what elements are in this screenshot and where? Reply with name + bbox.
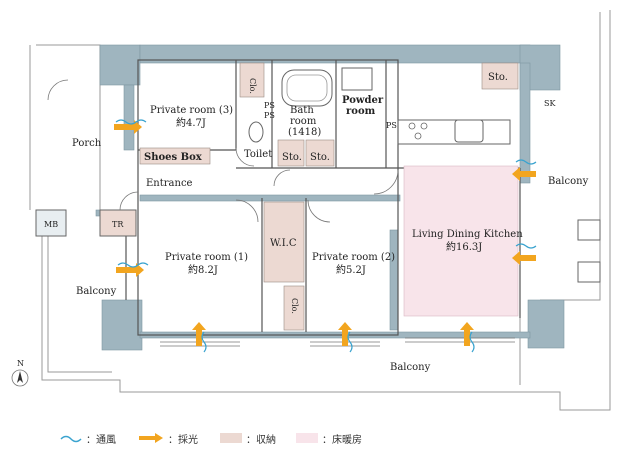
legend-daylight-label: ：採光: [168, 434, 198, 446]
room1-name: Private room (1): [165, 252, 248, 263]
bath-label-2: room: [290, 116, 317, 127]
floor-heating-swatch: [296, 433, 318, 443]
ps-label-1: PS: [264, 101, 275, 110]
legend: ：通風 ：採光 ：収納 ：床暖房: [60, 428, 620, 448]
storage-areas: [139, 62, 519, 331]
clo-label-room3: Clo.: [248, 78, 257, 94]
doors: [47, 79, 399, 223]
legend-floor-heating: ：床暖房: [296, 430, 362, 446]
outdoor-unit-1: [577, 219, 601, 241]
arrow-icon: [139, 433, 163, 443]
ps-label-3: PS: [386, 121, 397, 130]
room2-name: Private room (2): [312, 252, 395, 263]
mb-label: MB: [44, 220, 58, 229]
mb-box: [35, 209, 67, 237]
north-arrow-icon: [11, 369, 29, 387]
closet-room2: [283, 285, 305, 331]
bath-label-1: Bath: [290, 105, 314, 116]
sto-label-3: Sto.: [488, 72, 508, 83]
powder-label-2: room: [346, 106, 376, 117]
legend-storage: ：収納: [220, 430, 276, 446]
closet-room3: [239, 62, 265, 98]
partitions: [125, 59, 521, 336]
daylight-arrows: [114, 120, 536, 346]
storage-swatch: [220, 433, 242, 443]
clo-label-room2: Clo.: [290, 298, 299, 314]
shoes-box: [139, 147, 211, 165]
sink: [341, 67, 373, 91]
storage-bath-2: [305, 139, 335, 167]
bath-label-3: (1418): [288, 127, 321, 138]
storage-bath-1: [277, 139, 305, 167]
room1-size: 約8.2J: [188, 263, 218, 276]
legend-ventilation-label: ：通風: [86, 434, 116, 446]
legend-floor-heating-label: ：床暖房: [322, 434, 362, 446]
outdoor-unit-2: [577, 261, 601, 283]
balcony-label-west: Balcony: [76, 286, 117, 297]
shoes-box-label: Shoes Box: [144, 152, 203, 163]
porch-label: Porch: [72, 138, 102, 149]
stove-icon: [408, 122, 428, 140]
tr-label: TR: [112, 220, 124, 229]
legend-daylight: ：採光: [138, 430, 198, 446]
balcony-label-south: Balcony: [390, 362, 431, 373]
powder-label-1: Powder: [342, 95, 384, 106]
storage-kitchen: [481, 62, 519, 90]
sk-label: SK: [544, 99, 556, 108]
sto-label-1: Sto.: [282, 152, 302, 163]
ventilation-icons: [115, 119, 537, 353]
wind-icon: [60, 435, 82, 443]
sto-label-2: Sto.: [310, 152, 330, 163]
toilet-label: Toilet: [244, 149, 272, 160]
ps-label-2: PS: [264, 111, 275, 120]
ldk-size: 約16.3J: [446, 240, 482, 253]
ldk-name: Living Dining Kitchen: [412, 229, 523, 240]
wic-label: W.I.C: [270, 238, 297, 249]
room3-size: 約4.7J: [176, 116, 206, 129]
balcony-label-east: Balcony: [548, 176, 589, 187]
entrance-label: Entrance: [146, 178, 193, 189]
legend-storage-label: ：収納: [246, 434, 276, 446]
bathtub: [281, 69, 333, 107]
windows: [160, 337, 515, 347]
room2-size: 約5.2J: [336, 263, 366, 276]
tr-box: [99, 209, 137, 237]
legend-ventilation: ：通風: [60, 430, 116, 446]
walk-in-closet: [263, 201, 305, 283]
kitchen-sink: [454, 119, 484, 143]
kitchen-counter: [397, 119, 511, 145]
toilet-fixture: [248, 121, 264, 143]
north-label: N: [17, 359, 24, 368]
room3-name: Private room (3): [150, 105, 233, 116]
floor-heating-area: [403, 165, 519, 317]
